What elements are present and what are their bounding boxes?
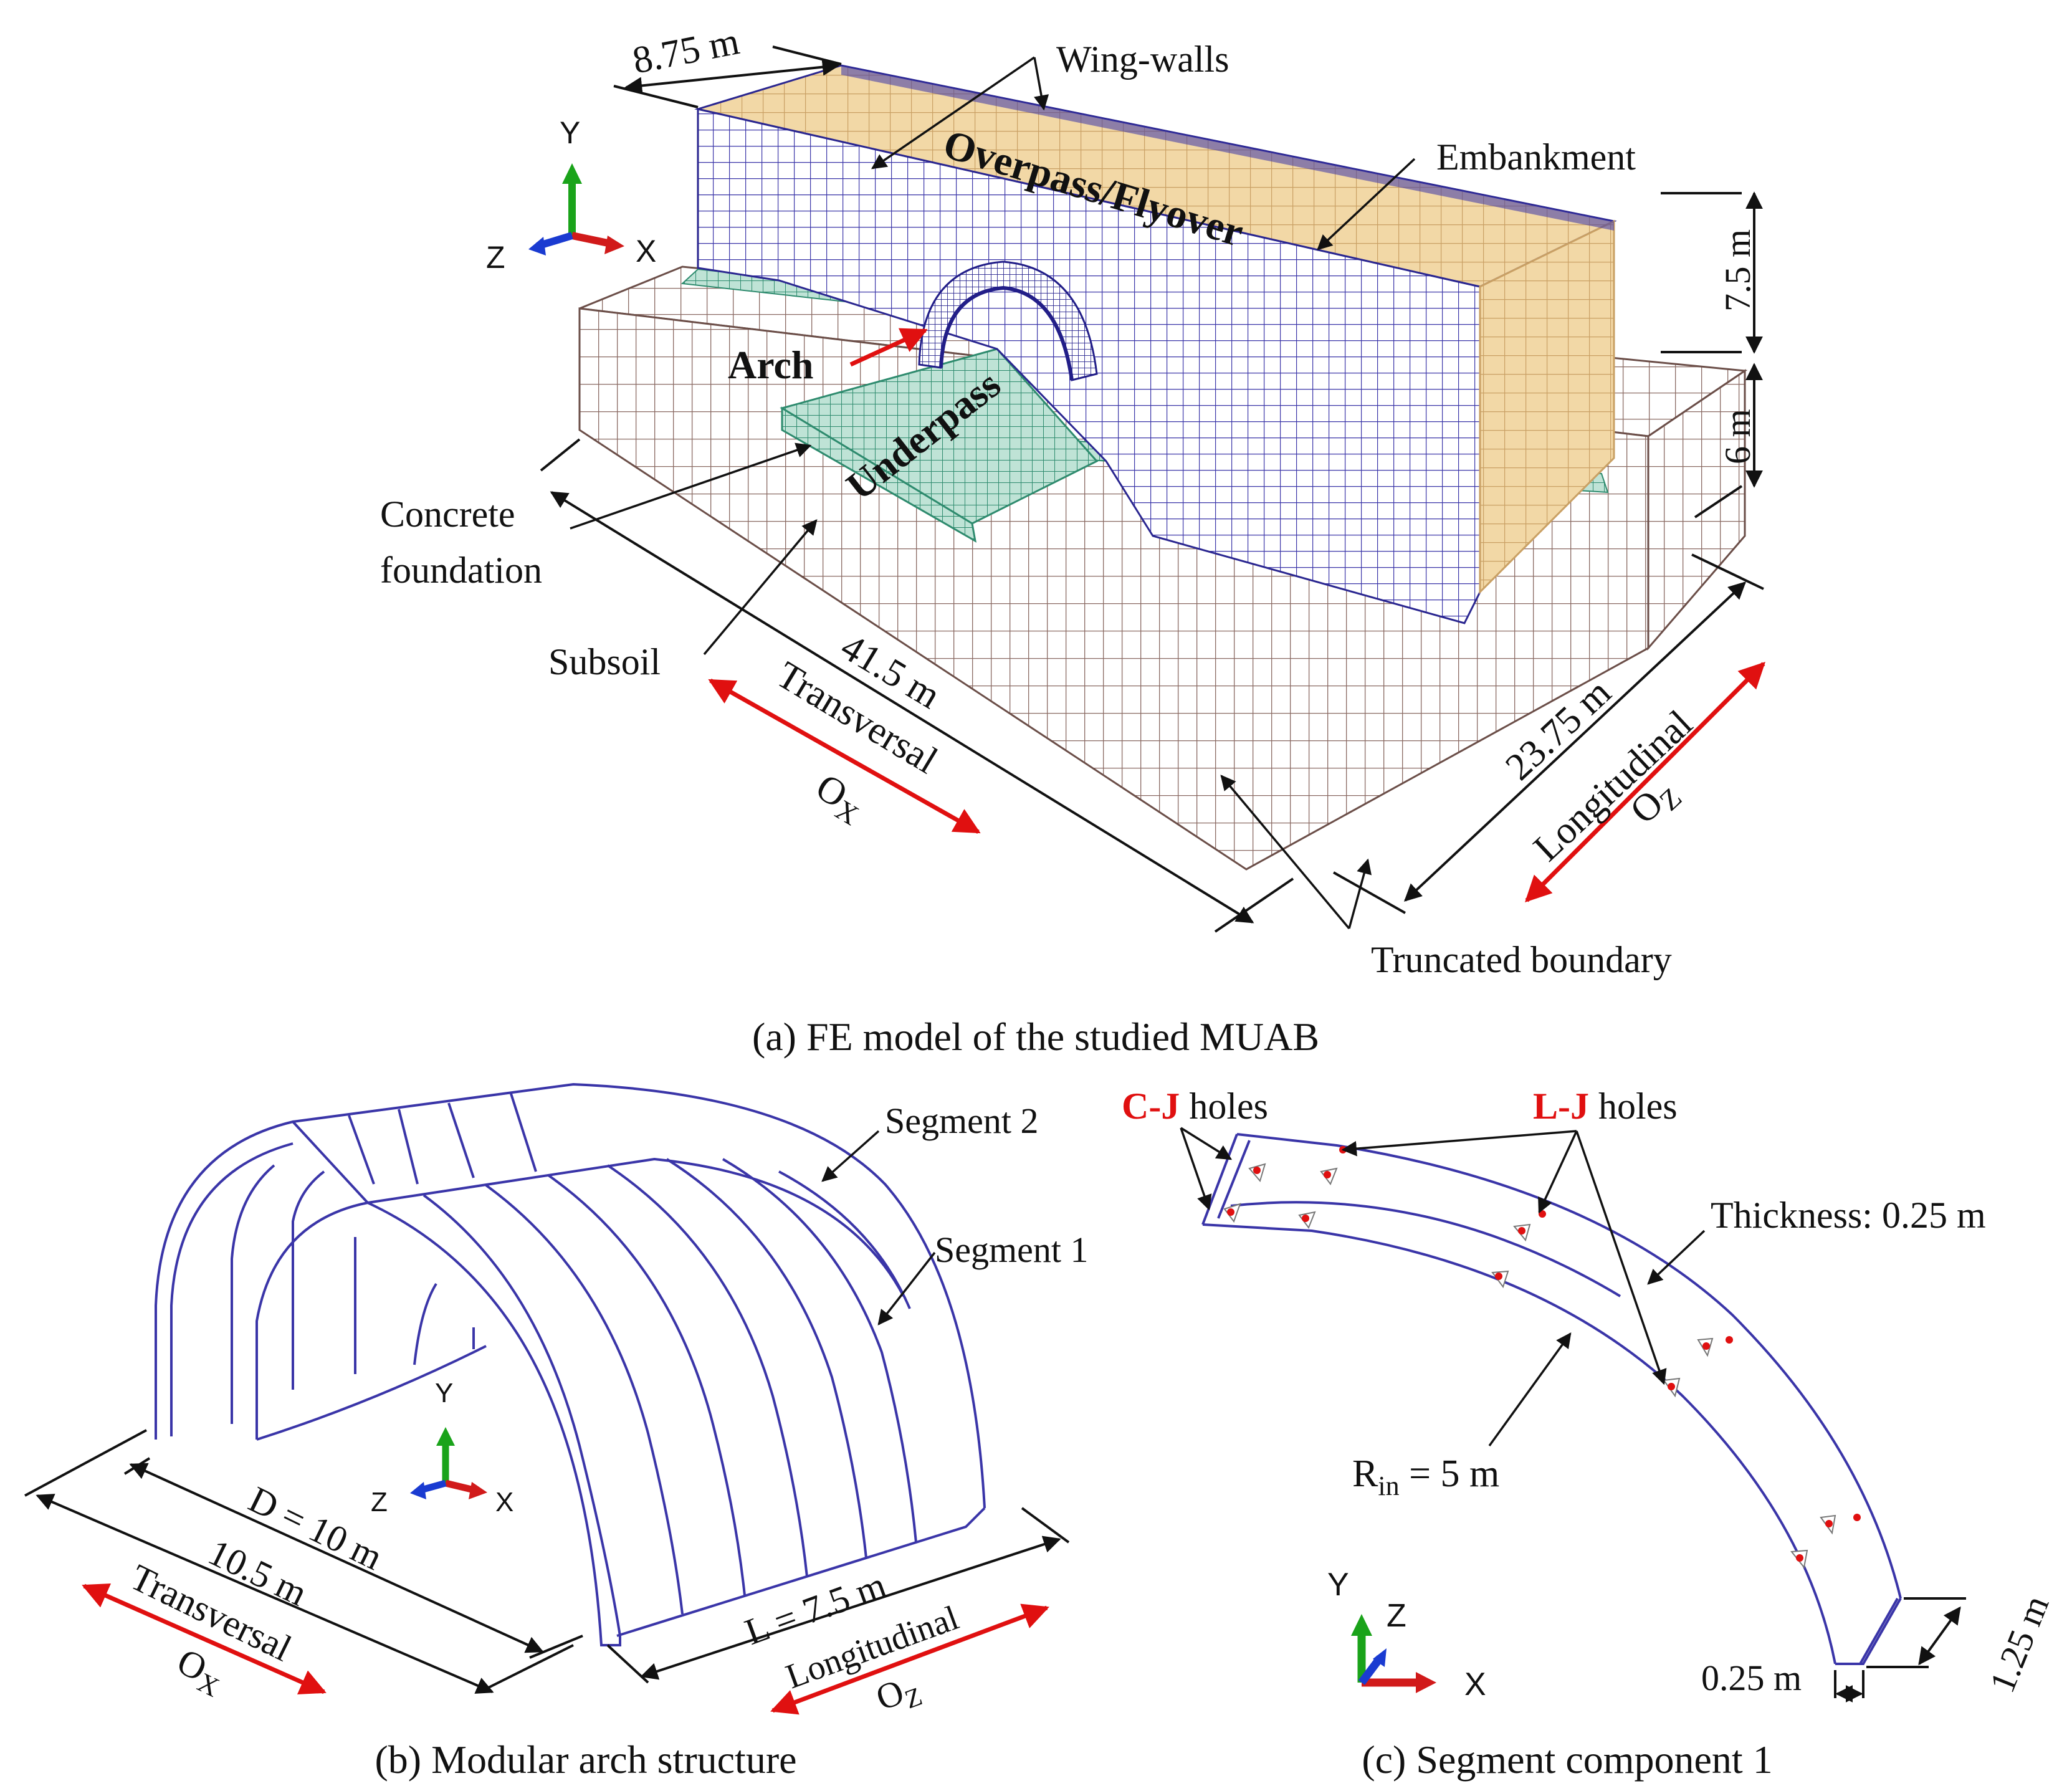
axis-y-label-b: Y [435, 1378, 453, 1408]
label-width-top: 8.75 m [629, 20, 743, 82]
hole-marker [1820, 1514, 1836, 1535]
hole-marker [1320, 1167, 1338, 1186]
hole-marker [1298, 1211, 1316, 1230]
caption-a: (a) FE model of the studied MUAB [752, 1015, 1319, 1059]
leader-lines-c [1180, 1127, 1706, 1447]
axis-z-label-b: Z [371, 1487, 388, 1517]
axis-x-label: X [636, 234, 656, 269]
dimension-lines-c [1834, 1597, 1966, 1703]
label-rin: Rin = 5 m [1352, 1453, 1499, 1501]
label-concrete-foundation-line2: foundation [380, 550, 542, 591]
hole-marker [1491, 1270, 1509, 1289]
hole-marker [1223, 1203, 1241, 1223]
arch-inner-dark [939, 285, 1074, 381]
axis-triad-b: Y Z X [371, 1378, 513, 1517]
caption-b: (b) Modular arch structure [375, 1737, 796, 1782]
hole-dot [1853, 1514, 1861, 1521]
label-subsoil: Subsoil [548, 641, 661, 682]
label-width-c: 0.25 m [1701, 1658, 1802, 1698]
label-embankment: Embankment [1436, 136, 1636, 178]
svg-text:OX: OX [168, 1640, 231, 1703]
axis-triad-a: Y Z X [486, 115, 656, 275]
label-concrete-foundation-line1: Concrete [380, 494, 515, 535]
label-embankment-height: 7.5 m [1717, 229, 1758, 312]
arch-mesh [918, 260, 1098, 381]
label-segment-1: Segment 1 [935, 1230, 1088, 1270]
label-subsoil-height: 6 m [1717, 409, 1758, 464]
panel-b: Y Z X Segment 2 Segment 1 [24, 1082, 1088, 1782]
axis-z-label-c: Z [1387, 1598, 1406, 1634]
leader-lines-b [821, 1130, 936, 1325]
axis-x-label-c: X [1464, 1666, 1486, 1703]
label-truncated-boundary: Truncated boundary [1371, 939, 1672, 980]
direction-arrows-a [708, 328, 1765, 902]
axis-z-label: Z [486, 240, 505, 275]
panel-c: Y Z X C-J holes L-J holes Thickness: 0.2… [1122, 1086, 2056, 1782]
label-cj-holes: C-J holes [1122, 1086, 1268, 1127]
svg-text:OZ: OZ [871, 1666, 926, 1724]
embankment-side-face [1479, 219, 1615, 595]
label-arch: Arch [728, 343, 813, 387]
label-ox-b: OX [168, 1640, 231, 1703]
subsoil-right-face [1647, 369, 1746, 651]
axis-y-label: Y [560, 115, 580, 150]
svg-text:OX: OX [806, 766, 872, 831]
caption-c: (c) Segment component 1 [1362, 1737, 1772, 1782]
label-wing-walls: Wing-walls [1056, 39, 1229, 80]
axis-triad-c: Y Z X [1327, 1567, 1486, 1703]
hole-marker [1790, 1549, 1808, 1569]
label-ox-a: OX [806, 766, 872, 831]
label-segment-2: Segment 2 [885, 1101, 1038, 1141]
hole-marker [1513, 1223, 1531, 1242]
label-oz-b: OZ [871, 1666, 926, 1724]
hole-marker [1663, 1377, 1681, 1398]
axis-y-label-c: Y [1327, 1567, 1349, 1603]
label-lj-holes: L-J holes [1533, 1086, 1678, 1127]
hole-marker [1697, 1337, 1714, 1357]
direction-arrows-b [82, 1583, 1049, 1715]
panel-a: Y Z X [380, 20, 1765, 1059]
label-depth-c: 1.25 m [1982, 1590, 2057, 1698]
label-thickness: Thickness: 0.25 m [1711, 1195, 1986, 1236]
hole-dot [1726, 1336, 1733, 1344]
axis-x-label-b: X [495, 1487, 513, 1517]
hole-marker [1248, 1163, 1266, 1183]
leader-lines-a [570, 56, 1416, 930]
